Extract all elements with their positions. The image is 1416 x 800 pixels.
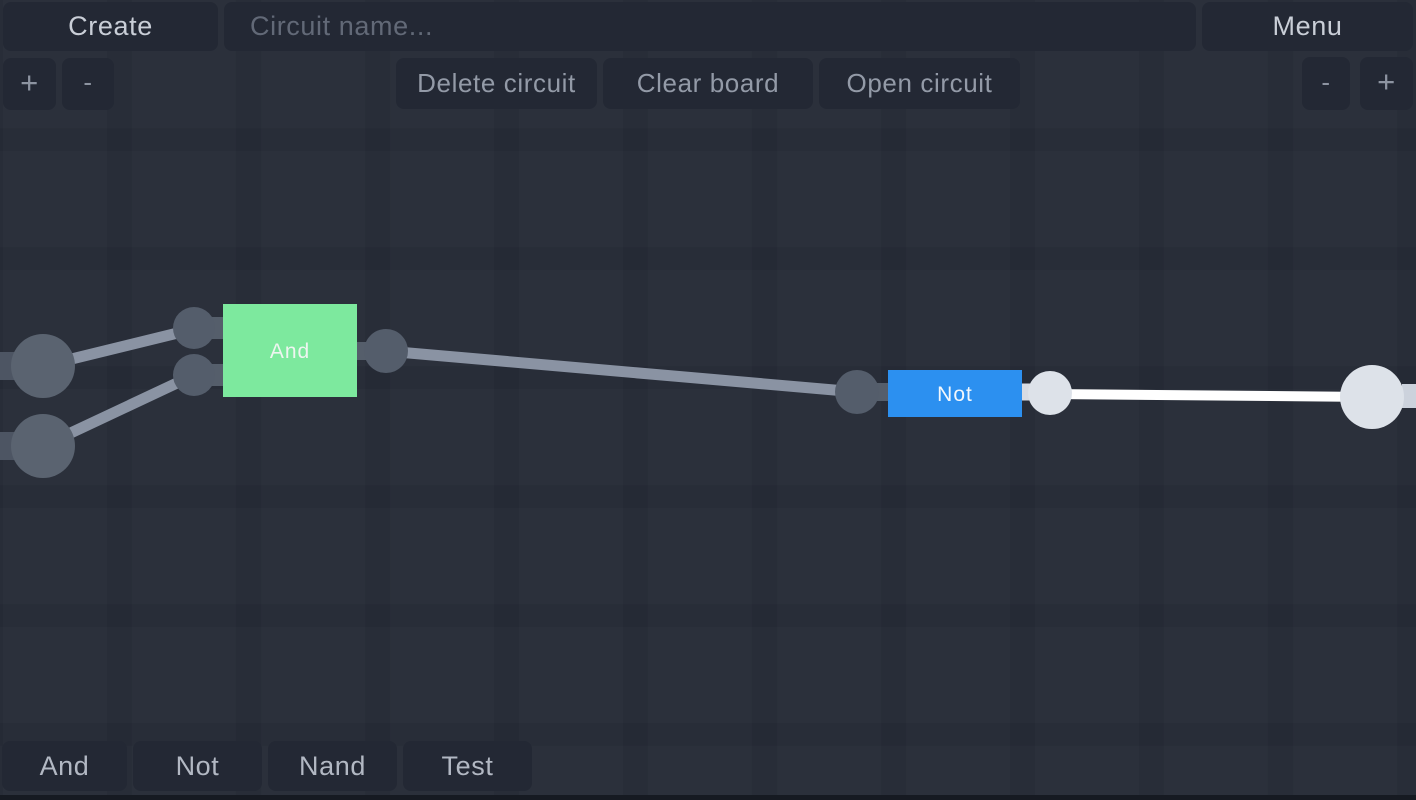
input-switch-1[interactable]: [11, 334, 75, 398]
wire-not-to-output: [1049, 389, 1373, 402]
output-node[interactable]: [1340, 365, 1404, 429]
circuit-name-input[interactable]: [224, 2, 1196, 51]
wire-and-to-not: [385, 345, 858, 398]
palette-not-button[interactable]: Not: [133, 741, 262, 791]
palette-nand-button[interactable]: Nand: [268, 741, 397, 791]
and-gate[interactable]: And: [223, 304, 357, 397]
delete-circuit-button[interactable]: Delete circuit: [396, 58, 597, 109]
not-gate[interactable]: Not: [888, 370, 1022, 417]
create-button[interactable]: Create: [3, 2, 218, 51]
zoom-out-button-right[interactable]: -: [1302, 57, 1350, 110]
bottom-edge-strip: [0, 795, 1416, 800]
not-input-pin[interactable]: [835, 370, 879, 414]
not-output-pin[interactable]: [1028, 371, 1072, 415]
palette-test-button[interactable]: Test: [403, 741, 532, 791]
and-input-pin-1[interactable]: [173, 307, 215, 349]
menu-button[interactable]: Menu: [1202, 2, 1413, 51]
and-input-pin-2[interactable]: [173, 354, 215, 396]
and-gate-body[interactable]: [223, 304, 357, 397]
and-output-pin[interactable]: [364, 329, 408, 373]
zoom-in-button-right[interactable]: +: [1360, 57, 1413, 110]
not-gate-body[interactable]: [888, 370, 1022, 417]
input-switch-2[interactable]: [11, 414, 75, 478]
palette-and-button[interactable]: And: [2, 741, 127, 791]
and-gate-label: And: [270, 340, 310, 363]
zoom-out-button-left[interactable]: -: [62, 58, 114, 110]
clear-board-button[interactable]: Clear board: [603, 58, 813, 109]
not-gate-label: Not: [937, 383, 973, 406]
zoom-in-button-left[interactable]: +: [3, 58, 56, 110]
open-circuit-button[interactable]: Open circuit: [819, 58, 1020, 109]
